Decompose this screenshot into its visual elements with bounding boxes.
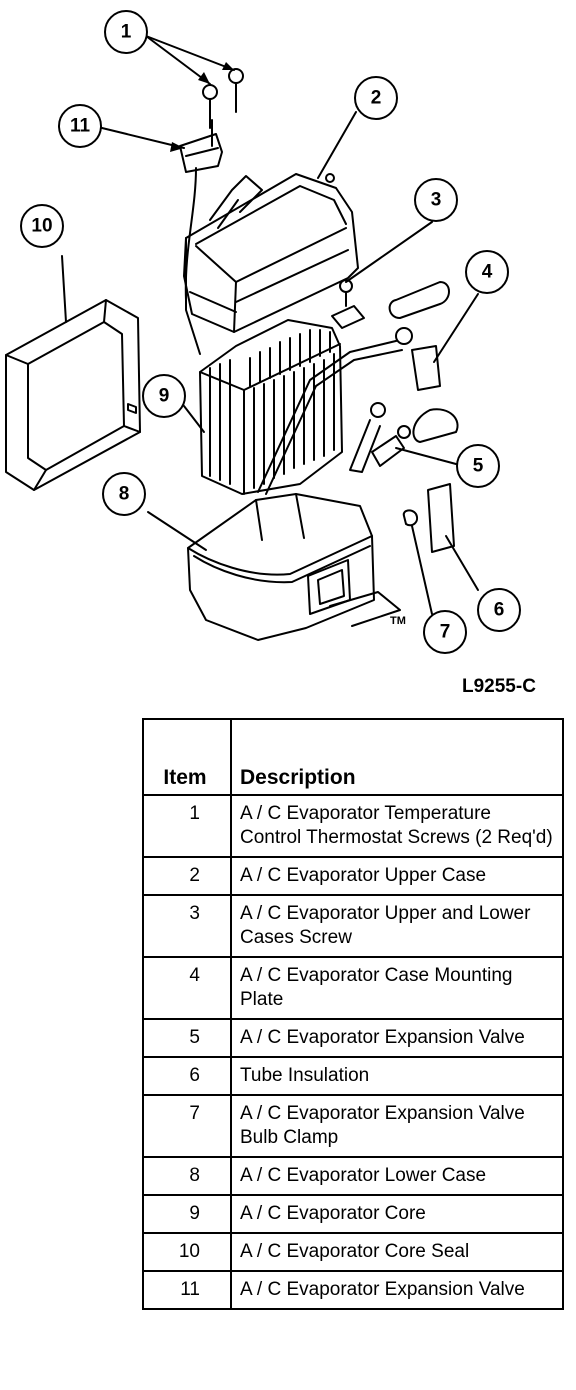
expansion-valve (349, 402, 459, 473)
item-number: 9 (142, 1194, 232, 1234)
callout-6: 6 (494, 600, 505, 621)
exploded-view-diagram: 1 2 3 4 5 6 7 8 9 10 11 TM (5, 10, 521, 654)
table-row: 4 A / C Evaporator Case Mounting Plate (142, 956, 564, 1020)
table-row: 11 A / C Evaporator Expansion Valve (142, 1270, 564, 1310)
bulb-clamp (402, 509, 418, 527)
item-description: A / C Evaporator Expansion Valve (230, 1018, 564, 1058)
thermostat-screws (202, 68, 244, 129)
leader-arrowheads (170, 62, 234, 152)
table-row: 10 A / C Evaporator Core Seal (142, 1232, 564, 1272)
table-row: 2 A / C Evaporator Upper Case (142, 856, 564, 896)
callout-11: 11 (70, 116, 91, 137)
item-number: 1 (142, 794, 232, 858)
item-number: 11 (142, 1270, 232, 1310)
table-row: 1 A / C Evaporator Temperature Control T… (142, 794, 564, 858)
item-description: A / C Evaporator Expansion Valve (230, 1270, 564, 1310)
callout-7: 7 (440, 622, 451, 643)
thermostat-valve (179, 119, 223, 301)
item-number: 6 (142, 1056, 232, 1096)
case-screw (331, 279, 365, 329)
upper-case (183, 173, 359, 355)
lower-case (187, 493, 401, 641)
callout-8: 8 (119, 484, 130, 505)
item-description: A / C Evaporator Case Mounting Plate (230, 956, 564, 1020)
header-description: Description (230, 718, 564, 796)
insulation-pad (427, 483, 455, 553)
item-description: A / C Evaporator Lower Case (230, 1156, 564, 1196)
table-row: 9 A / C Evaporator Core (142, 1194, 564, 1234)
callout-2: 2 (371, 88, 382, 109)
item-number: 8 (142, 1156, 232, 1196)
callout-circles (20, 10, 521, 654)
table-row: 5 A / C Evaporator Expansion Valve (142, 1018, 564, 1058)
evaporator-core (199, 319, 343, 495)
refrigerant-tube (257, 339, 403, 495)
item-description: A / C Evaporator Expansion Valve Bulb Cl… (230, 1094, 564, 1158)
item-number: 10 (142, 1232, 232, 1272)
item-description: A / C Evaporator Temperature Control The… (230, 794, 564, 858)
callout-1: 1 (121, 22, 132, 43)
table-row: 3 A / C Evaporator Upper and Lower Cases… (142, 894, 564, 958)
callout-10: 10 (31, 216, 52, 237)
table-row: 8 A / C Evaporator Lower Case (142, 1156, 564, 1196)
parts-table: Item Description 1 A / C Evaporator Temp… (142, 718, 564, 1310)
callout-4: 4 (482, 262, 493, 283)
mounting-plate (388, 281, 450, 391)
item-number: 2 (142, 856, 232, 896)
item-description: A / C Evaporator Upper Case (230, 856, 564, 896)
case-tag-label: TM (390, 615, 406, 627)
item-description: A / C Evaporator Core Seal (230, 1232, 564, 1272)
callout-9: 9 (159, 386, 170, 407)
item-description: A / C Evaporator Core (230, 1194, 564, 1234)
table-row: 6 Tube Insulation (142, 1056, 564, 1096)
header-item: Item (142, 718, 232, 796)
item-number: 4 (142, 956, 232, 1020)
core-seal-frame (5, 299, 141, 491)
leader-lines (61, 35, 479, 615)
item-number: 5 (142, 1018, 232, 1058)
item-description: A / C Evaporator Upper and Lower Cases S… (230, 894, 564, 958)
item-number: 7 (142, 1094, 232, 1158)
callout-3: 3 (431, 190, 442, 211)
item-description: Tube Insulation (230, 1056, 564, 1096)
table-header-row: Item Description (142, 718, 564, 796)
item-number: 3 (142, 894, 232, 958)
table-row: 7 A / C Evaporator Expansion Valve Bulb … (142, 1094, 564, 1158)
callout-5: 5 (473, 456, 484, 477)
figure-id: L9255-C (462, 676, 536, 697)
